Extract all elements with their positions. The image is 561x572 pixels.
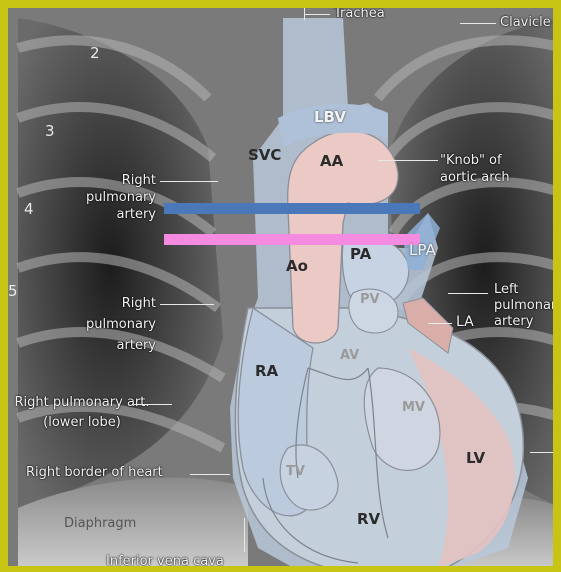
label-lbv: LBV (314, 108, 346, 126)
label-tv: TV (286, 464, 305, 479)
label-left-edge-l: L (556, 438, 561, 453)
label-svc: SVC (248, 146, 281, 164)
leader-right-pulmonary-artery-middle (160, 304, 214, 305)
rib-number-2: 2 (90, 44, 100, 62)
chest-xray-illustration (8, 8, 561, 572)
label-clavicle: Clavicle (500, 15, 551, 30)
label-ra: RA (255, 362, 278, 380)
label-left-pulmonary-artery: Left pulmonary artery (494, 282, 561, 330)
label-left-edge-c: c (556, 458, 561, 473)
label-aa: AA (320, 152, 343, 170)
label-right-pulmonary-artery-upper: Right pulmonary artery (68, 172, 156, 223)
leader-clavicle (460, 23, 496, 24)
rib-number-3: 3 (45, 122, 55, 140)
blue-overlay-bar (164, 203, 420, 214)
label-pa: PA (350, 245, 371, 263)
leader-right-pulmonary-art-lower (134, 404, 172, 405)
label-av: AV (340, 348, 359, 363)
label-trachea: Trachea (334, 6, 385, 21)
leader-knob-aortic-arch (378, 160, 438, 161)
leader-ivc (244, 518, 245, 552)
leader-la (428, 323, 452, 324)
label-diaphragm: Diaphragm (64, 516, 136, 531)
label-lpa: LPA (409, 241, 436, 259)
label-la: LA (456, 315, 474, 330)
leader-trachea (304, 14, 330, 15)
label-mv: MV (402, 400, 425, 415)
leader-trachea-vertical (304, 8, 305, 20)
leader-right-pulmonary-artery-upper (160, 181, 218, 182)
leader-left-pulmonary-artery (448, 293, 488, 294)
label-rv: RV (357, 510, 380, 528)
label-lv: LV (466, 449, 485, 467)
label-inferior-vena-cava: Inferior vena cava (106, 554, 224, 569)
label-ao: Ao (286, 257, 308, 275)
rib-number-4: 4 (24, 200, 34, 218)
leader-left-edge-l (530, 452, 554, 453)
label-right-pulmonary-art-lower: Right pulmonary art. (lower lobe) (12, 393, 152, 433)
rib-number-5: 5 (8, 282, 18, 300)
label-right-border-heart: Right border of heart (26, 465, 163, 480)
label-right-pulmonary-artery-middle: Right pulmonary artery (68, 293, 156, 356)
pink-overlay-bar (164, 234, 420, 245)
label-pv: PV (360, 292, 380, 307)
leader-right-border-heart (190, 474, 230, 475)
label-knob-aortic-arch: "Knob" of aortic arch (440, 152, 536, 186)
